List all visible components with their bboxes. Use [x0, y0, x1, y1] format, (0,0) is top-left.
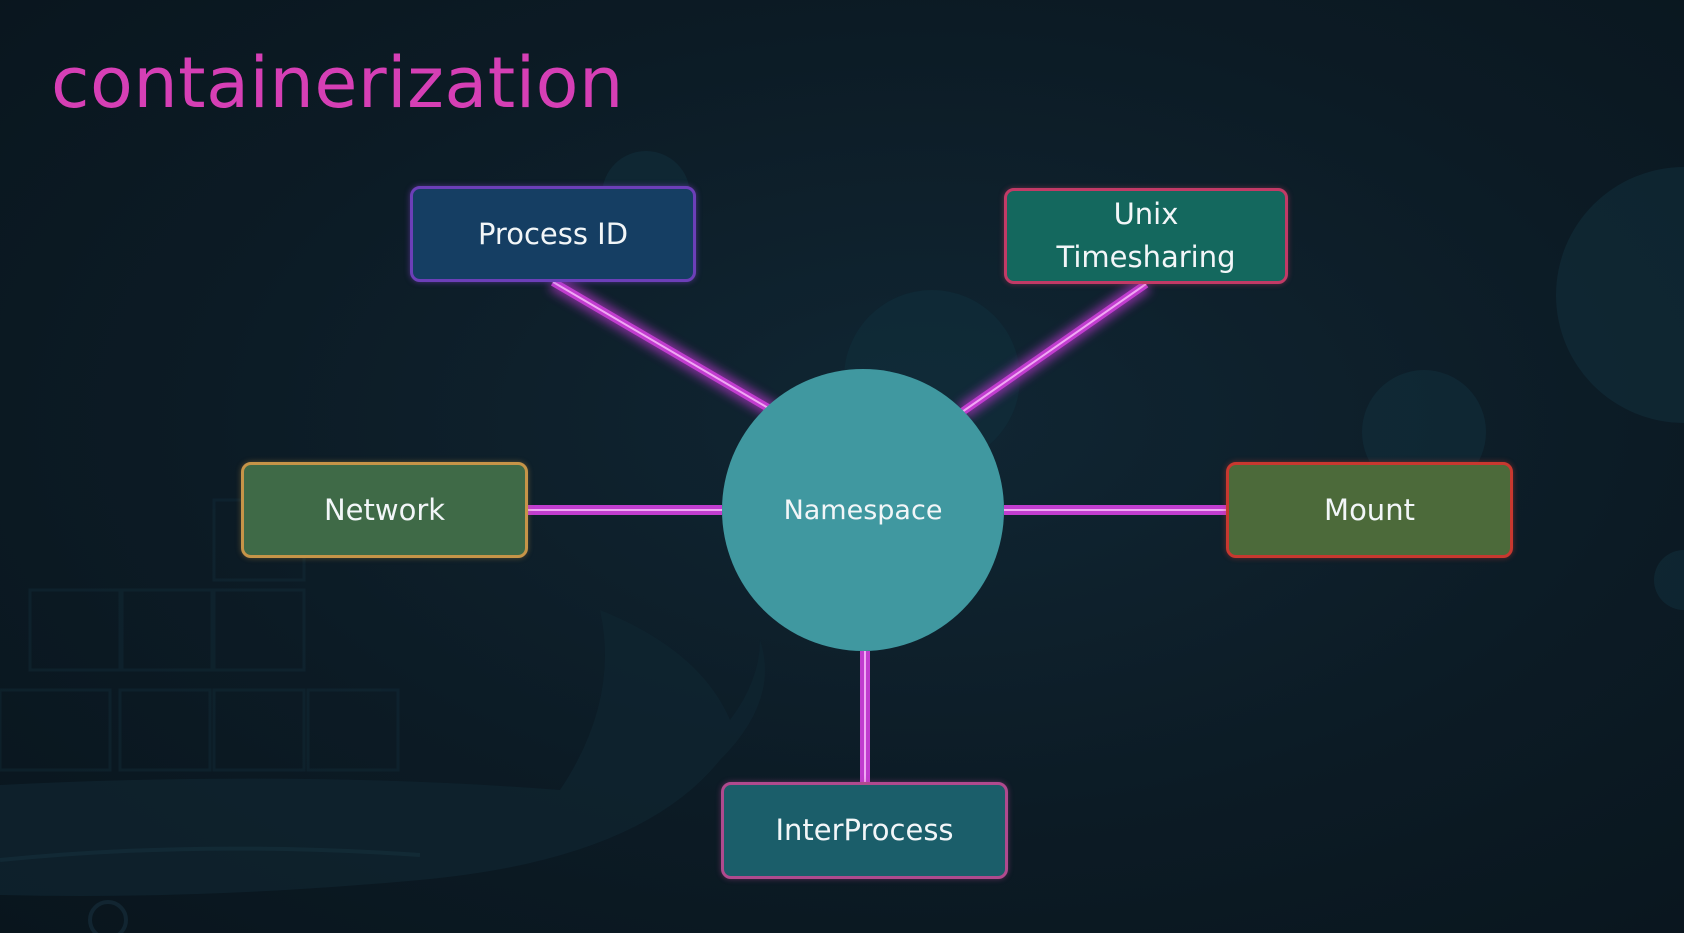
- node-unix-timesharing: Unix Timesharing: [1004, 188, 1288, 284]
- connector-process-id: [548, 275, 780, 419]
- connector-unix-timesharing: [957, 277, 1151, 419]
- bubble-decoration: [1654, 550, 1684, 610]
- node-process-id: Process ID: [410, 186, 696, 282]
- slide-title: containerization: [51, 42, 624, 124]
- node-label: Process ID: [477, 216, 629, 251]
- node-label: Mount: [1324, 492, 1415, 527]
- whale-decoration: [0, 610, 765, 896]
- namespace-circle: Namespace: [722, 369, 1004, 651]
- node-label: Unix Timesharing: [1056, 197, 1236, 274]
- node-mount: Mount: [1226, 462, 1513, 558]
- node-interprocess: InterProcess: [721, 782, 1008, 879]
- node-label: InterProcess: [775, 813, 954, 847]
- namespace-label: Namespace: [783, 494, 943, 526]
- node-network: Network: [241, 462, 528, 558]
- node-label: Network: [323, 492, 446, 527]
- bubble-decoration: [1556, 167, 1684, 423]
